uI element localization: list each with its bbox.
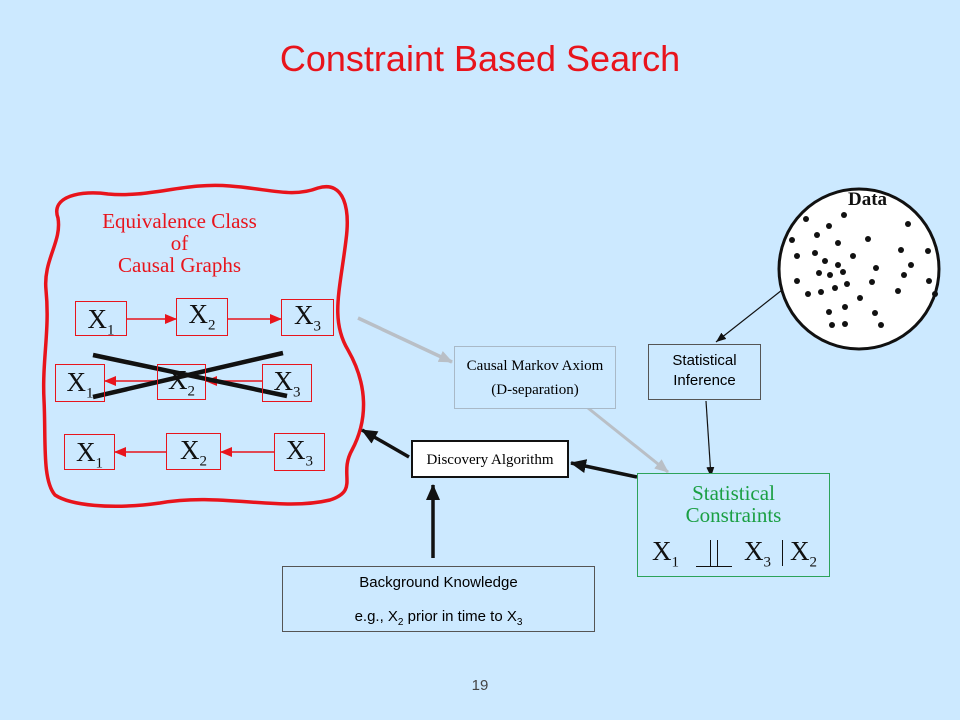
node-base: X bbox=[66, 367, 87, 397]
row3-node-x2: X2 bbox=[166, 433, 221, 470]
background-knowledge-box: Background Knowledge e.g., X2 prior in t… bbox=[282, 566, 595, 632]
causal-markov-line2: (D-separation) bbox=[491, 382, 579, 398]
data-circle bbox=[777, 187, 941, 351]
algorithm-to-graphs-arrow bbox=[361, 428, 410, 459]
row3-node-x3: X3 bbox=[274, 433, 325, 471]
causal-markov-line1: Causal Markov Axiom bbox=[466, 358, 604, 374]
data-label: Data bbox=[848, 189, 888, 210]
example-sub2: 3 bbox=[516, 617, 523, 628]
node-base: X bbox=[286, 435, 306, 465]
independence-symbol bbox=[696, 540, 732, 568]
causal-markov-axiom-box: Causal Markov Axiom (D-separation) bbox=[454, 346, 616, 409]
node-base: X bbox=[76, 437, 96, 467]
node-sub: 2 bbox=[187, 383, 196, 400]
row2-node-x1: X1 bbox=[55, 364, 105, 402]
constraint-x2-sub: 2 bbox=[809, 554, 818, 571]
constraint-x3: X3 bbox=[744, 538, 771, 570]
cross-out-line-2 bbox=[92, 350, 284, 400]
node-base: X bbox=[168, 365, 188, 395]
background-knowledge-title: Background Knowledge bbox=[359, 574, 518, 591]
row3-node-x1: X1 bbox=[64, 434, 115, 472]
page-number: 19 bbox=[471, 677, 489, 694]
constraint-x1-sub: 1 bbox=[671, 554, 680, 571]
row1-node-x1: X1 bbox=[75, 301, 127, 339]
graphs-to-markov-arrow bbox=[357, 316, 453, 364]
node-sub: 3 bbox=[305, 453, 314, 470]
node-sub: 3 bbox=[313, 318, 322, 335]
markov-to-constraints-arrow bbox=[587, 406, 669, 474]
statistical-inference-line1: Statistical bbox=[672, 352, 737, 369]
node-base: X bbox=[188, 299, 209, 329]
equivalence-class-label-line2: Causal Graphs bbox=[117, 253, 242, 277]
inference-to-constraints-arrow bbox=[705, 400, 715, 478]
node-sub: 1 bbox=[107, 322, 115, 339]
constraint-x1-base: X bbox=[652, 536, 672, 566]
independence-statement: X1 X3 X2 bbox=[652, 538, 822, 572]
constraint-x3-sub: 3 bbox=[763, 554, 772, 571]
constraint-x2-base: X bbox=[790, 536, 810, 566]
node-sub: 2 bbox=[208, 317, 216, 334]
discovery-algorithm-box: Discovery Algorithm bbox=[411, 440, 569, 478]
equivalence-class-label-line1: Equivalence Class of bbox=[102, 209, 257, 255]
equivalence-class-boundary bbox=[41, 183, 366, 508]
given-bar bbox=[782, 540, 783, 566]
row2-node-x3: X3 bbox=[262, 364, 312, 402]
row1-node-x2: X2 bbox=[176, 298, 228, 336]
slide-title: Constraint Based Search bbox=[279, 38, 681, 79]
constraint-x1: X1 bbox=[652, 538, 679, 570]
statistical-constraints-box: Statistical Constraints X1 X3 X2 bbox=[637, 473, 830, 577]
background-knowledge-example: e.g., X2 prior in time to X3 bbox=[283, 608, 594, 628]
example-mid: prior in time to X bbox=[403, 608, 517, 625]
statistical-constraints-line1: Statistical bbox=[692, 481, 775, 505]
node-sub: 3 bbox=[293, 384, 301, 401]
node-base: X bbox=[180, 435, 200, 465]
data-to-inference-arrow bbox=[715, 289, 783, 343]
statistical-constraints-line2: Constraints bbox=[685, 503, 782, 527]
statistical-inference-line2: Inference bbox=[673, 372, 736, 389]
node-base: X bbox=[273, 366, 294, 396]
node-sub: 2 bbox=[199, 453, 208, 470]
example-prefix: e.g., X bbox=[354, 608, 398, 625]
node-base: X bbox=[87, 304, 108, 334]
data-points bbox=[789, 212, 938, 328]
node-base: X bbox=[294, 300, 314, 330]
statistical-inference-box: Statistical Inference bbox=[648, 344, 761, 400]
equivalence-class-label: Equivalence Class of Causal Graphs bbox=[92, 210, 267, 276]
row2-node-x2: X2 bbox=[157, 364, 206, 400]
row1-node-x3: X3 bbox=[281, 299, 334, 336]
statistical-constraints-title: Statistical Constraints bbox=[638, 482, 829, 526]
constraints-to-algorithm-arrow bbox=[570, 459, 638, 479]
constraint-x3-base: X bbox=[744, 536, 764, 566]
example-sub1: 2 bbox=[397, 617, 404, 628]
node-sub: 1 bbox=[86, 385, 94, 402]
node-sub: 1 bbox=[95, 455, 104, 472]
constraint-x2: X2 bbox=[790, 538, 817, 570]
